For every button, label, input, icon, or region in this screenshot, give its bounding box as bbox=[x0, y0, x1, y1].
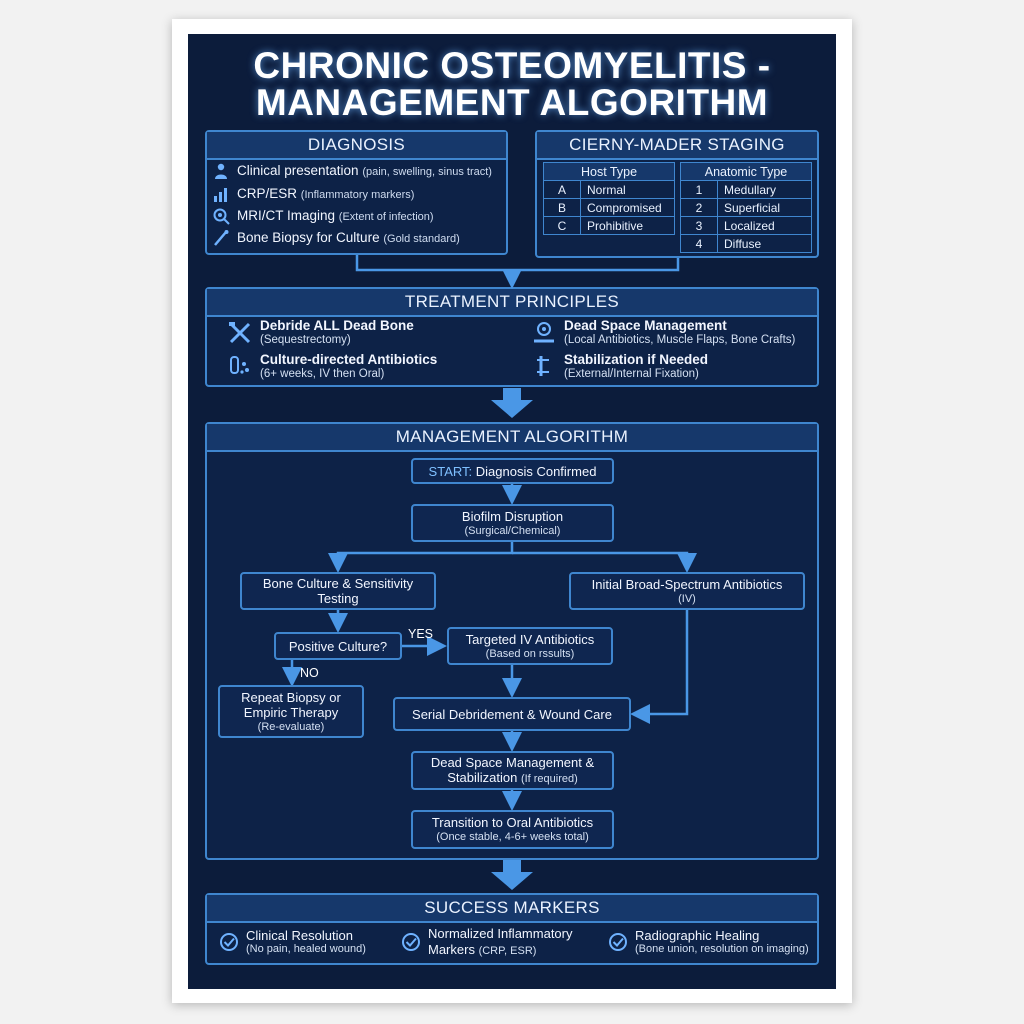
anatomic-label: Localized bbox=[717, 216, 812, 235]
success-header: SUCCESS MARKERS bbox=[207, 895, 817, 923]
bar-chart-icon bbox=[214, 188, 227, 202]
anatomic-code: 2 bbox=[680, 198, 718, 217]
success-title-clinical: Clinical Resolution bbox=[246, 928, 353, 943]
repeat-title: Repeat Biopsy or bbox=[241, 689, 341, 705]
positive-culture-box: Positive Culture? bbox=[274, 632, 402, 660]
biofilm-sub: (Surgical/Chemical) bbox=[464, 524, 561, 537]
success-title-markers-2: Markers (CRP, ESR) bbox=[428, 942, 537, 957]
diagnosis-item-biopsy: Bone Biopsy for Culture (Gold standard) bbox=[237, 230, 460, 245]
diagnosis-panel: DIAGNOSIS bbox=[205, 130, 508, 255]
no-label: NO bbox=[300, 666, 319, 680]
repeat-biopsy-box: Repeat Biopsy or Empiric Therapy (Re-eva… bbox=[218, 685, 364, 738]
start-prefix: START: bbox=[428, 463, 473, 479]
broad-sub: (IV) bbox=[678, 592, 696, 605]
diagnosis-item-clinical: Clinical presentation (pain, swelling, s… bbox=[237, 163, 492, 178]
success-title-radiographic: Radiographic Healing bbox=[635, 928, 760, 943]
check-circle-icon bbox=[609, 933, 627, 951]
host-type-title: Host Type bbox=[543, 162, 675, 181]
treatment-panel: TREATMENT PRINCIPLES bbox=[205, 287, 819, 387]
poster-title-line-1: CHRONIC OSTEOMYELITIS - bbox=[253, 45, 771, 86]
anatomic-code: 3 bbox=[680, 216, 718, 235]
diagnosis-item-crp: CRP/ESR (Inflammatory markers) bbox=[237, 186, 415, 201]
success-sub-clinical: (No pain, healed wound) bbox=[246, 943, 366, 955]
dead-space-icon bbox=[534, 322, 554, 343]
broad-spectrum-box: Initial Broad-Spectrum Antibiotics (IV) bbox=[569, 572, 805, 610]
repeat-title-2: Empiric Therapy bbox=[243, 704, 339, 720]
oral-sub: (Once stable, 4-6+ weeks total) bbox=[436, 831, 589, 843]
biopsy-needle-icon bbox=[214, 230, 229, 246]
scan-icon bbox=[213, 208, 230, 225]
host-label: Normal bbox=[580, 180, 675, 199]
check-circle-icon bbox=[220, 933, 238, 951]
biofilm-box: Biofilm Disruption (Surgical/Chemical) bbox=[411, 504, 614, 542]
check-circle-icon bbox=[402, 933, 420, 951]
serial-debridement-box: Serial Debridement & Wound Care bbox=[393, 697, 631, 731]
targeted-sub: (Based on rssults) bbox=[485, 647, 575, 660]
start-box: START: Diagnosis Confirmed bbox=[411, 458, 614, 484]
staging-header: CIERNY-MADER STAGING bbox=[537, 132, 817, 160]
host-code: B bbox=[543, 198, 581, 217]
anatomic-label: Superficial bbox=[717, 198, 812, 217]
broad-title: Initial Broad-Spectrum Antibiotics bbox=[591, 576, 783, 592]
diagnosis-header: DIAGNOSIS bbox=[207, 132, 506, 160]
treatment-header: TREATMENT PRINCIPLES bbox=[207, 289, 817, 317]
deadspace-title: Dead Space Management & bbox=[430, 755, 595, 770]
surgical-tools-icon bbox=[229, 322, 251, 344]
positive-title: Positive Culture? bbox=[288, 638, 388, 654]
host-label: Prohibitive bbox=[580, 216, 675, 235]
treatment-title-deadspace: Dead Space Management bbox=[564, 318, 727, 333]
success-title-markers: Normalized Inflammatory bbox=[428, 926, 573, 941]
algorithm-header: MANAGEMENT ALGORITHM bbox=[207, 424, 817, 452]
culture-title: Bone Culture & Sensitivity bbox=[262, 576, 414, 591]
host-code: A bbox=[543, 180, 581, 199]
antibiotics-icon bbox=[230, 356, 249, 374]
biofilm-title: Biofilm Disruption bbox=[461, 508, 564, 524]
treatment-title-stabilization: Stabilization if Needed bbox=[564, 352, 709, 367]
diagnosis-item-imaging: MRI/CT Imaging (Extent of infection) bbox=[237, 208, 434, 223]
culture-title-2: Testing bbox=[317, 591, 359, 606]
oral-title: Transition to Oral Antibiotics bbox=[431, 815, 594, 830]
anatomic-label: Diffuse bbox=[717, 234, 812, 253]
serial-title: Serial Debridement & Wound Care bbox=[412, 706, 612, 722]
culture-box: Bone Culture & Sensitivity Testing bbox=[240, 572, 436, 610]
fixation-icon bbox=[537, 356, 549, 376]
oral-antibiotics-box: Transition to Oral Antibiotics (Once sta… bbox=[411, 810, 614, 849]
anatomic-code: 4 bbox=[680, 234, 718, 253]
anatomic-type-title: Anatomic Type bbox=[680, 162, 812, 181]
start-text: Diagnosis Confirmed bbox=[475, 463, 597, 479]
treatment-sub-debride: (Sequestrectomy) bbox=[260, 334, 351, 346]
success-sub-radiographic: (Bone union, resolution on imaging) bbox=[635, 943, 809, 955]
targeted-box: Targeted IV Antibiotics (Based on rssult… bbox=[447, 627, 613, 665]
yes-label: YES bbox=[408, 627, 434, 641]
dead-space-box: Dead Space Management & Stabilization (I… bbox=[411, 751, 614, 790]
treatment-sub-antibiotics: (6+ weeks, IV then Oral) bbox=[260, 368, 385, 380]
poster-title-line-2: MANAGEMENT ALGORITHM bbox=[255, 82, 769, 123]
deadspace-sub: (If required) bbox=[520, 773, 578, 785]
host-code: C bbox=[543, 216, 581, 235]
treatment-sub-stabilization: (External/Internal Fixation) bbox=[564, 368, 699, 380]
deadspace-title-2: Stabilization bbox=[447, 770, 518, 785]
treatment-sub-deadspace: (Local Antibiotics, Muscle Flaps, Bone C… bbox=[564, 334, 796, 346]
treatment-title-antibiotics: Culture-directed Antibiotics bbox=[260, 352, 438, 367]
treatment-title-debride: Debride ALL Dead Bone bbox=[260, 318, 414, 333]
anatomic-label: Medullary bbox=[717, 180, 812, 199]
repeat-sub: (Re-evaluate) bbox=[257, 720, 325, 733]
person-icon bbox=[215, 163, 227, 179]
success-panel: SUCCESS MARKERS bbox=[205, 893, 819, 965]
targeted-title: Targeted IV Antibiotics bbox=[465, 631, 595, 647]
host-label: Compromised bbox=[580, 198, 675, 217]
anatomic-code: 1 bbox=[680, 180, 718, 199]
